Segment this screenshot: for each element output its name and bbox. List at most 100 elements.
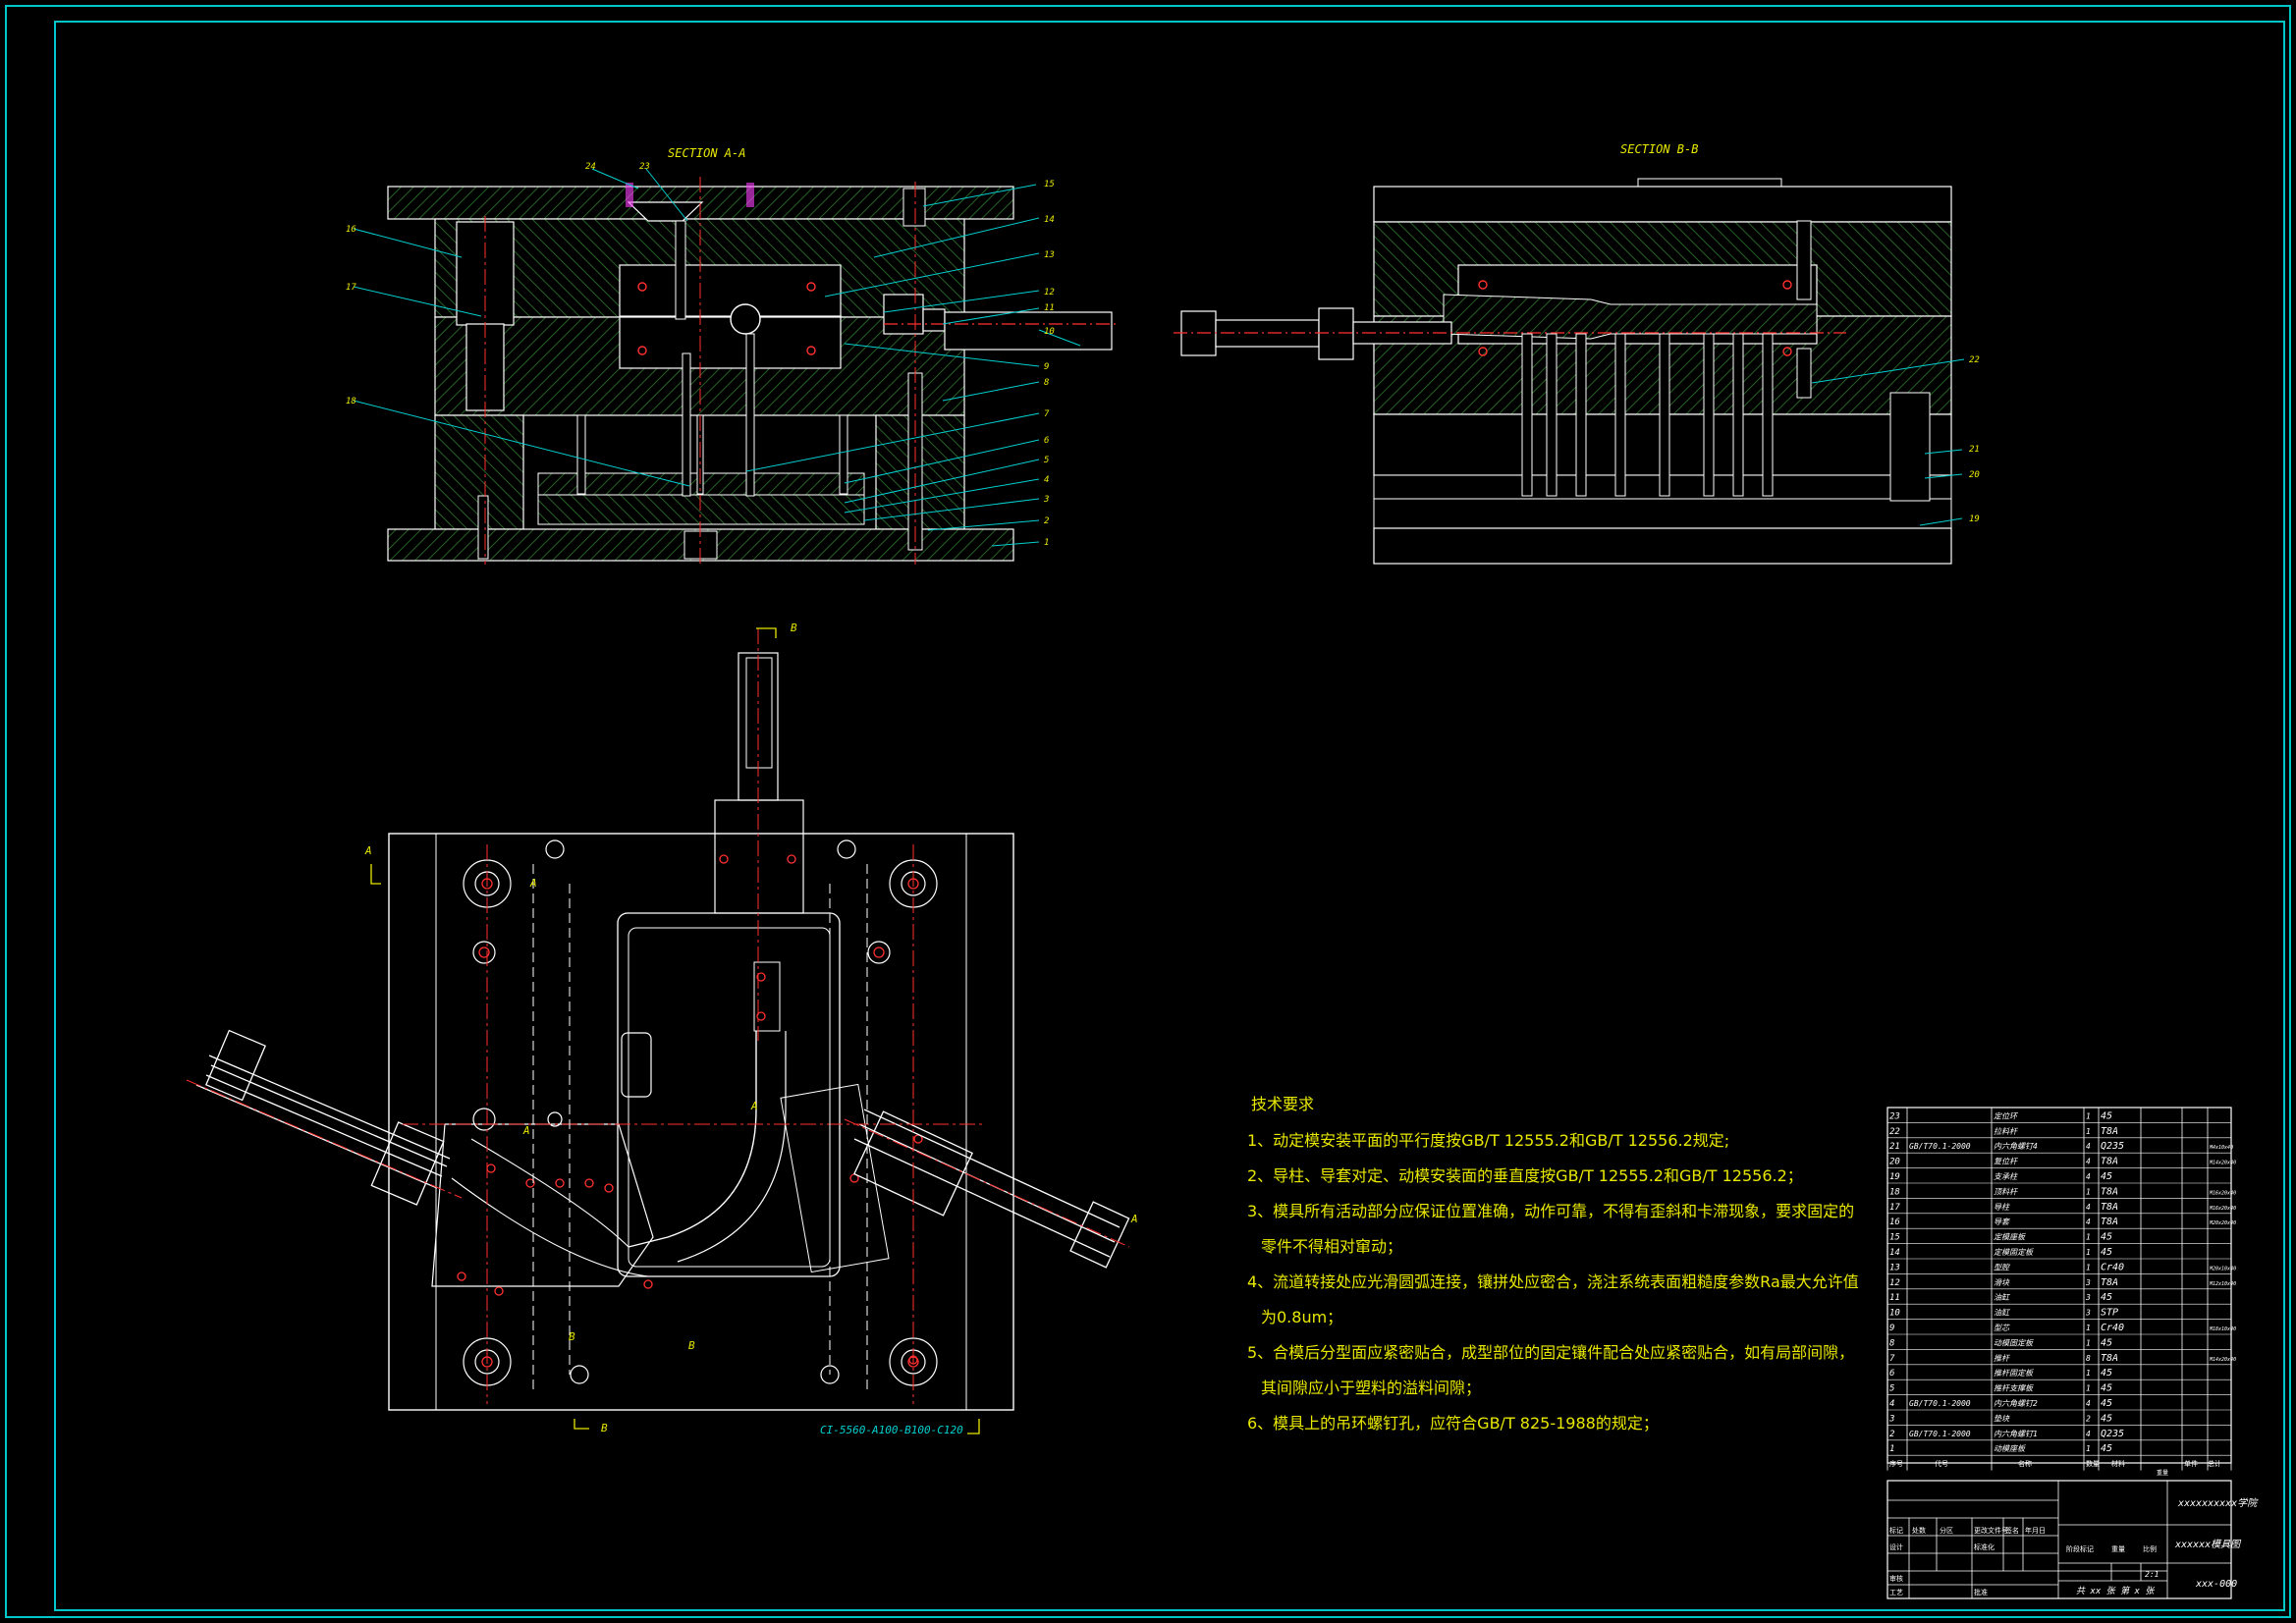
title-block: 标记 处数 分区 更改文件号 签名 年月日 设计 标准化 阶段标记 重量 比例 … — [1886, 1480, 2259, 1599]
bom-cell: 45 — [2101, 1413, 2112, 1424]
bom-cell: 45 — [2101, 1398, 2112, 1409]
bom-cell: 1 — [2086, 1263, 2091, 1271]
bom-cell: 3 — [2085, 1309, 2091, 1318]
technical-notes: 技术要求 1、动定模安装平面的平行度按GB/T 12555.2和GB/T 125… — [1247, 1095, 1859, 1433]
note-line: 3、模具所有活动部分应保证位置准确，动作可靠，不得有歪斜和卡滞现象，要求固定的 — [1247, 1202, 1854, 1220]
bom-cell: 17 — [1889, 1203, 1900, 1213]
bom-cell: 5 — [1889, 1384, 1894, 1394]
bom-cell: 4 — [2086, 1399, 2091, 1408]
bom-cell: GB/T70.1-2000 — [1909, 1430, 1971, 1438]
part-callout: 9 — [1044, 362, 1049, 372]
bom-cell: 2 — [2086, 1414, 2091, 1423]
bom-cell: 1 — [2086, 1233, 2091, 1242]
bom-cell: 11 — [1889, 1293, 1900, 1303]
bom-cell: 22 — [1889, 1127, 1900, 1137]
bom-cell: 3 — [2085, 1293, 2091, 1302]
bom-header: 名称 — [2018, 1459, 2032, 1468]
bom-cell: 油缸 — [1994, 1293, 2011, 1302]
bom-cell: 45 — [2101, 1110, 2112, 1121]
tb-label: 更改文件号 — [1974, 1526, 2008, 1535]
bom-header: 重量 — [2157, 1469, 2168, 1477]
curved-channel — [628, 1031, 757, 1248]
bom-cell: 8 — [2086, 1354, 2091, 1363]
bom-cell: 15 — [1889, 1233, 1900, 1243]
part-callout: 16 — [346, 225, 356, 235]
notes-title: 技术要求 — [1251, 1095, 1314, 1113]
product-name: xxxxxx模具图 — [2174, 1539, 2242, 1550]
ejector-plate — [537, 494, 865, 525]
bom-cell: 型腔 — [1994, 1263, 2011, 1271]
section-marker: B — [688, 1339, 695, 1352]
part-callout: 15 — [1044, 180, 1055, 189]
bom-cell: 4 — [2086, 1172, 2091, 1181]
bom-cell: M20x10x40 — [2209, 1266, 2236, 1271]
bom-cell: 4 — [2086, 1203, 2091, 1212]
bom-cell: 45 — [2101, 1232, 2112, 1243]
tb-label: 比例 — [2143, 1544, 2157, 1553]
bom-cell: 4 — [2086, 1217, 2091, 1226]
bom-cell: 45 — [2101, 1443, 2112, 1454]
bom-cell: 3 — [2085, 1278, 2091, 1287]
bom-cell: 1 — [2086, 1384, 2091, 1393]
bom-cell: 1 — [1889, 1444, 1894, 1454]
bom-cell: 7 — [1889, 1354, 1895, 1364]
section-marker: A — [750, 1100, 758, 1112]
section-marker: B — [791, 622, 797, 634]
bom-cell: 1 — [2086, 1324, 2091, 1332]
bom-cell: Q235 — [2101, 1141, 2124, 1152]
note-line: 2、导柱、导套对定、动模安装面的垂直度按GB/T 12555.2和GB/T 12… — [1247, 1166, 1803, 1185]
bom-cell: T8A — [2101, 1157, 2118, 1167]
bom-cell: 复位杆 — [1994, 1158, 2019, 1166]
bom-cell: GB/T70.1-2000 — [1909, 1142, 1971, 1151]
bom-cell: 内六角螺钉1 — [1994, 1430, 2038, 1438]
hydraulic-cylinder-a — [883, 294, 1120, 351]
part-callout: 3 — [1043, 495, 1049, 505]
drawing-number: xxx-000 — [2195, 1579, 2237, 1590]
tb-label: 批准 — [1974, 1588, 1988, 1596]
tb-label: 分区 — [1940, 1526, 1953, 1535]
bom-cell: 8 — [1889, 1338, 1894, 1348]
bom-cell: Cr40 — [2101, 1262, 2124, 1272]
bom-cell: 45 — [2101, 1337, 2112, 1348]
bom-cell: 推杆支撑板 — [1994, 1384, 2034, 1393]
bom-cell: 导套 — [1994, 1217, 2010, 1226]
bom-header: 数量 — [2086, 1459, 2100, 1468]
note-line: 零件不得相对窜动； — [1261, 1237, 1402, 1256]
bom-header: 序号 — [1889, 1459, 1903, 1468]
side-cylinder-left — [195, 1029, 451, 1206]
part-callout: 5 — [1044, 456, 1049, 465]
section-b-view: SECTION B-B — [1174, 142, 1980, 565]
tb-label: 设计 — [1889, 1542, 1903, 1551]
bom-cell: 12 — [1889, 1278, 1900, 1288]
bom-cell: 1 — [2086, 1127, 2091, 1136]
bom-cell: 支承柱 — [1994, 1172, 2018, 1181]
bom-cell: 45 — [2101, 1171, 2112, 1182]
bom-cell: 顶料杆 — [1994, 1187, 2019, 1196]
part-callout: 13 — [1044, 250, 1055, 260]
part-callout: 8 — [1044, 378, 1049, 388]
sheet-border — [5, 5, 2291, 1618]
bom-cell: 14 — [1889, 1248, 1900, 1258]
bom-cell: STP — [2101, 1308, 2118, 1319]
bom-cell: 1 — [2086, 1187, 2091, 1196]
note-line: 其间隙应小于塑料的溢料间隙； — [1261, 1379, 1481, 1397]
part-callout: 1 — [1044, 538, 1049, 548]
note-line: 1、动定模安装平面的平行度按GB/T 12555.2和GB/T 12556.2规… — [1247, 1131, 1729, 1150]
bom-cell: M16x20x40 — [2209, 1206, 2236, 1212]
bom-cell: M14x20x40 — [2209, 1161, 2236, 1166]
tb-label: 审核 — [1889, 1574, 1903, 1583]
section-marker: A — [364, 844, 372, 857]
section-a-view: SECTION A-A — [346, 146, 1120, 565]
part-callout: 4 — [1044, 475, 1049, 485]
bom-header: 总计 — [2208, 1459, 2221, 1468]
part-callout: 24 — [585, 162, 596, 172]
section-marker: A — [529, 877, 537, 890]
drawing-code: CI-5560-A100-B100-C120 — [820, 1424, 963, 1436]
section-a-title: SECTION A-A — [668, 146, 745, 160]
plan-view: A A A A A B B B B CI-5560-A100-B100-C120 — [186, 622, 1138, 1436]
bom-cell: M12x10x40 — [2209, 1281, 2236, 1287]
note-line: 5、合模后分型面应紧密贴合，成型部位的固定镶件配合处应紧密贴合，如有局部间隙， — [1247, 1343, 1854, 1362]
bom-cell: 定模座板 — [1994, 1233, 2026, 1242]
bom-cell: 动模座板 — [1994, 1444, 2026, 1453]
